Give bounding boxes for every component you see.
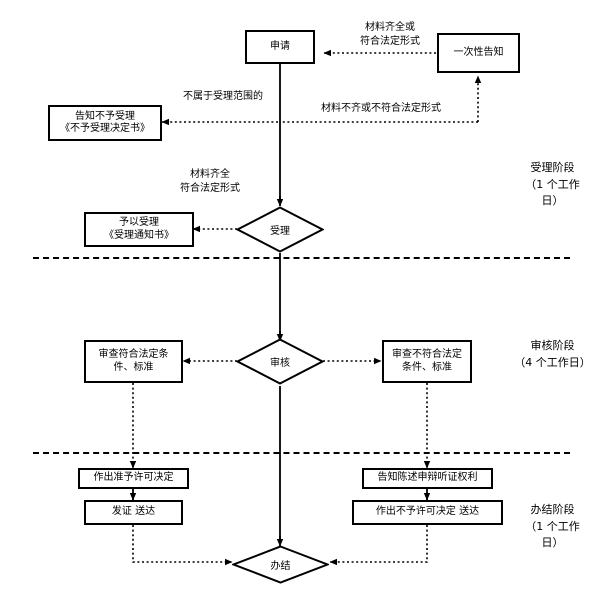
edge-label-line1: 材料齐全或 xyxy=(365,22,415,33)
stage-duration-line1: （1 个工作 xyxy=(525,177,580,191)
node-review-ok-line1: 审查符合法定条 xyxy=(98,349,169,360)
edge-deny-to-finish xyxy=(329,525,428,566)
diamond-shape xyxy=(232,545,329,584)
node-notify-rights[interactable]: 告知陈述申辩听证权利 xyxy=(362,468,493,489)
stage-name: 受理阶段 xyxy=(530,161,575,174)
node-apply-label: 申请 xyxy=(270,40,290,52)
node-review-ok-line2: 件、标准 xyxy=(113,361,154,373)
node-review-ng-line2: 条件、标准 xyxy=(402,361,452,373)
stage-name: 办结阶段 xyxy=(530,503,575,516)
edge-label-materials-incomplete: 材料不齐或不符合法定形式 xyxy=(296,102,466,116)
edge-label-line1: 材料齐全 xyxy=(190,169,230,180)
node-do-accept-line2: 《受理通知书》 xyxy=(104,229,174,241)
edge-label-line2: 符合法定形式 xyxy=(180,182,240,194)
node-review-label: 审核 xyxy=(270,358,290,369)
node-one-time-notice-label: 一次性告知 xyxy=(453,46,504,58)
node-notify-rights-label: 告知陈述申辩听证权利 xyxy=(377,472,478,484)
node-review-ng[interactable]: 审查不符合法定 条件、标准 xyxy=(382,340,472,383)
node-accept[interactable]: 受理 xyxy=(236,206,324,253)
node-finish[interactable]: 办结 xyxy=(232,545,329,584)
node-no-accept-line2: 《不予受理决定书》 xyxy=(60,123,150,134)
node-apply[interactable]: 申请 xyxy=(245,30,315,64)
node-no-accept[interactable]: 告知不予受理 《不予受理决定书》 xyxy=(48,105,162,141)
stage-duration-line2: 日） xyxy=(541,194,564,207)
node-deny-decision[interactable]: 作出不予许可决定 送达 xyxy=(352,500,503,525)
node-grant-decision-label: 作出准予许可决定 xyxy=(93,472,174,484)
edge-label-line1: 材料不齐或不符合法定形式 xyxy=(321,103,441,114)
stage-label-review: 审核阶段 （4 个工作日） xyxy=(505,338,600,371)
node-review[interactable]: 审核 xyxy=(236,338,324,385)
node-do-accept-line1: 予以受理 xyxy=(119,217,159,228)
node-finish-label: 办结 xyxy=(270,561,291,572)
stage-duration-line1: （4 个工作日） xyxy=(514,355,591,369)
node-no-accept-line1: 告知不予受理 xyxy=(75,110,135,122)
node-review-ng-line1: 审查不符合法定 xyxy=(392,349,462,360)
stage-separator-2 xyxy=(33,452,570,454)
edge-label-materials-complete-or-legal: 材料齐全或 符合法定形式 xyxy=(332,21,448,48)
stage-duration-line2: 日） xyxy=(541,536,564,549)
diamond-shape xyxy=(236,206,324,253)
node-grant-decision[interactable]: 作出准予许可决定 xyxy=(78,468,189,489)
edge-label-out-of-scope: 不属于受理范围的 xyxy=(168,90,278,104)
node-issue-deliver[interactable]: 发证 送达 xyxy=(84,500,183,525)
stage-name: 审核阶段 xyxy=(530,339,575,352)
stage-separator-1 xyxy=(33,257,570,259)
node-deny-decision-label: 作出不予许可决定 送达 xyxy=(375,506,480,518)
diamond-shape xyxy=(236,338,324,385)
stage-duration-line1: （1 个工作 xyxy=(525,519,580,533)
edge-label-line1: 不属于受理范围的 xyxy=(183,91,263,102)
node-one-time-notice[interactable]: 一次性告知 xyxy=(437,33,520,73)
edge-issue-to-finish xyxy=(132,525,233,566)
node-accept-label: 受理 xyxy=(270,226,290,237)
edge-label-line2: 符合法定形式 xyxy=(360,35,420,47)
node-do-accept[interactable]: 予以受理 《受理通知书》 xyxy=(84,212,194,247)
edge-label-materials-complete: 材料齐全 符合法定形式 xyxy=(152,168,268,195)
node-issue-deliver-label: 发证 送达 xyxy=(111,506,156,518)
stage-label-acceptance: 受理阶段 （1 个工作 日） xyxy=(505,160,600,210)
node-review-ok[interactable]: 审查符合法定条 件、标准 xyxy=(84,340,183,383)
stage-label-completion: 办结阶段 （1 个工作 日） xyxy=(505,502,600,552)
